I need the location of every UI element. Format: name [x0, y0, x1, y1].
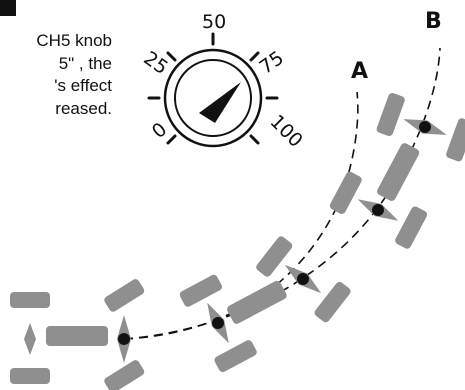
path-label-b: B	[425, 9, 442, 34]
instruction-text: CH5 knob 5" , the 's effect reased.	[0, 30, 112, 120]
wheel-top	[376, 93, 405, 137]
pivot-point	[419, 121, 431, 133]
path-label-a: A	[351, 59, 368, 84]
vehicle-position-4	[329, 143, 428, 249]
vehicle-body	[46, 326, 108, 346]
dial-ticks	[147, 32, 279, 145]
vehicle-body	[227, 280, 287, 324]
pivot-point	[212, 317, 224, 329]
dial-inner-ring	[174, 59, 252, 137]
dial-label-100: 100	[266, 111, 307, 152]
vehicle-position-1	[10, 279, 145, 390]
dial-pointer	[199, 82, 241, 123]
wheel-top	[256, 236, 293, 277]
ch5-dial: 50 25 75 0 100	[139, 11, 306, 152]
vehicle-position-3	[256, 236, 351, 323]
pivot-point	[372, 204, 384, 216]
wheel-rear-bottom	[10, 368, 50, 384]
pivot-point	[118, 333, 130, 345]
wheel-top	[329, 171, 362, 214]
dial-outer-ring	[163, 48, 263, 148]
wheel-front-top	[104, 279, 145, 312]
dial-label-50: 50	[202, 11, 226, 33]
vehicle-position-5	[376, 93, 465, 162]
wheel-rear-top	[10, 292, 50, 308]
instruction-line-4: reased.	[55, 98, 112, 118]
wheel-bottom	[214, 340, 257, 373]
instruction-line-2: 5" , the	[58, 53, 112, 73]
dial-label-75: 75	[255, 47, 287, 79]
instruction-line-1: CH5 knob	[36, 31, 112, 50]
wheel-top	[179, 274, 222, 307]
dial-label-0: 0	[148, 118, 171, 143]
wheel-bottom	[446, 118, 465, 162]
path-b-trajectory	[123, 47, 441, 340]
rear-axle-marker	[24, 323, 36, 355]
wheel-bottom	[395, 206, 428, 249]
pivot-point	[297, 273, 309, 285]
wheel-bottom	[314, 281, 351, 323]
corner-block	[0, 0, 16, 16]
vehicle-body	[377, 143, 420, 201]
wheel-front-bottom	[104, 360, 145, 390]
instruction-line-3: 's effect	[54, 76, 112, 95]
vehicle-position-2	[179, 274, 287, 373]
